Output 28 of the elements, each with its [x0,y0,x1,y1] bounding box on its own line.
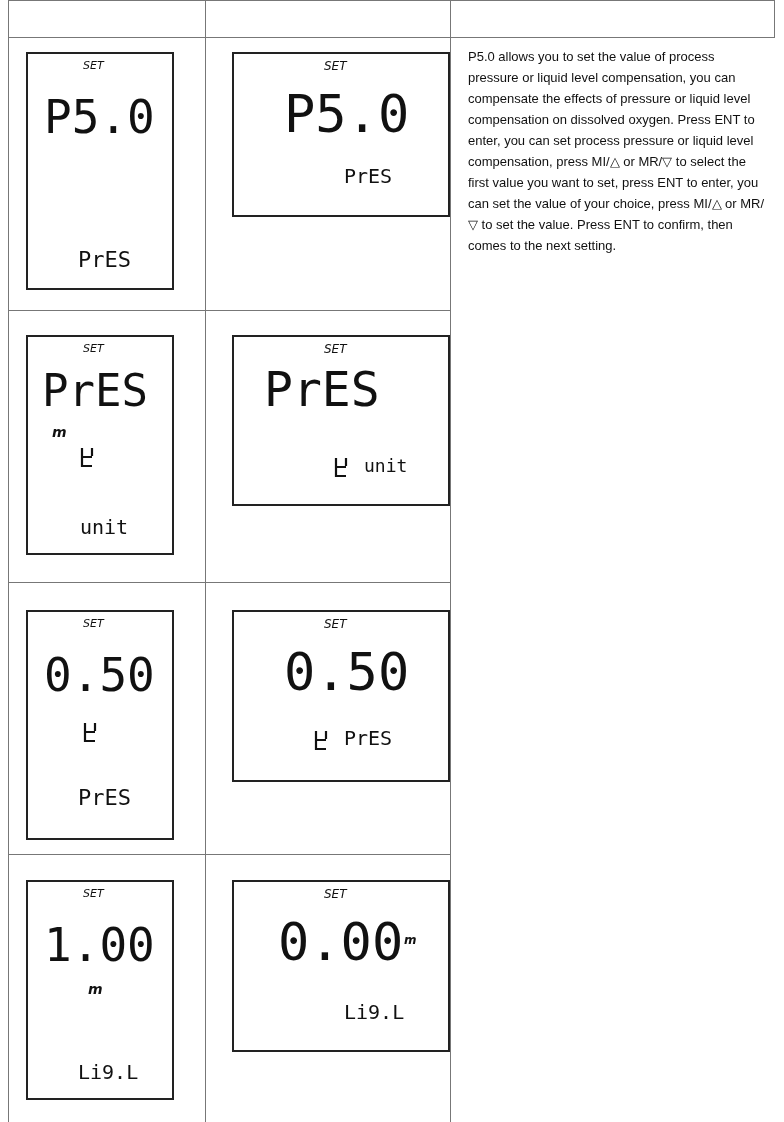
unit-text: m [88,982,103,996]
lcd-indicator: SET [324,618,347,630]
lcd-text: Li9.L [344,1002,405,1022]
lcd-indicator: SET [324,343,347,355]
lcd-indicator: SET [83,60,104,71]
lcd-indicator: SET [83,618,104,629]
lcd-text: PrES [78,787,131,809]
lcd-text: unit [364,457,408,475]
lcd-text: Li9.L [78,1062,139,1082]
lcd-text: PrES [344,728,393,748]
lcd-readout: PrES [42,369,148,413]
lcd-readout: 0.00 [278,916,404,968]
lcd-indicator: SET [324,888,347,900]
lcd-readout: PrES [264,365,380,413]
description-text: P5.0 allows you to set the value of process pressure or liquid level compensation, you can compensate the effects of pressure or liquid level compensation on dissolved oxygen. Press ENT to enter, you can set process pressure or liquid level compensation, press MI/△ or MR/▽ to select the first value you want to set, press ENT to enter, you can set the value of your choice, press MI/△ or MR/▽ to set the value. Press ENT to confirm, then comes to the next setting. [468,48,766,255]
lcd-text: PrES [78,249,131,271]
lcd-readout: P5.0 [284,88,410,140]
lcd-readout: 0.50 [284,646,410,698]
lcd-text: unit [80,517,129,537]
lcd-readout: P5.0 [44,94,155,140]
lcd-readout: 1.00 [44,922,155,968]
unit-text: m [52,425,67,439]
lcd-text: PrES [344,166,393,186]
lcd-indicator: SET [324,60,347,72]
lcd-indicator: SET [83,343,104,354]
unit-text: m [404,934,417,946]
lcd-indicator: SET [83,888,104,899]
lcd-readout: 0.50 [44,652,155,698]
